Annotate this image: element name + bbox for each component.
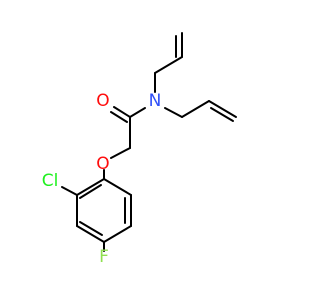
bond-ch2-ether-o [110,147,131,159]
bond-vinyl-double-right-b [210,107,234,122]
atom-label-carbonyl-oxygen: O [96,91,109,111]
bond-ring-c6-c1 [103,178,132,196]
atom-label-ether-oxygen: O [96,154,109,174]
bond-allyl-right-1 [181,100,210,118]
bond-carbonyl-double-b [110,111,128,123]
atom-label-fluorine: F [99,247,109,267]
atom-labels: O N O Cl F [42,91,162,267]
bonds [61,32,237,252]
atom-label-chlorine: Cl [42,171,59,191]
bond-ring-c1-c2 [76,178,105,196]
bond-ring-c4-c5 [103,225,132,243]
atom-label-nitrogen: N [149,91,162,111]
bond-vinyl-double-right-a [208,100,237,118]
bond-n-carbonyl [129,107,146,118]
bond-ring-c1-c2-inner [79,184,102,199]
molecule-structure: O N O Cl F [42,32,237,267]
bond-ring-c3-c4 [76,225,105,243]
bond-carbonyl-double-a [113,106,131,118]
bond-allyl-upper-1 [154,56,183,74]
bond-n-allyl-right [164,107,183,118]
bond-ring-c3-c4-inner [79,221,103,236]
bond-ring-chlorine [61,186,78,196]
